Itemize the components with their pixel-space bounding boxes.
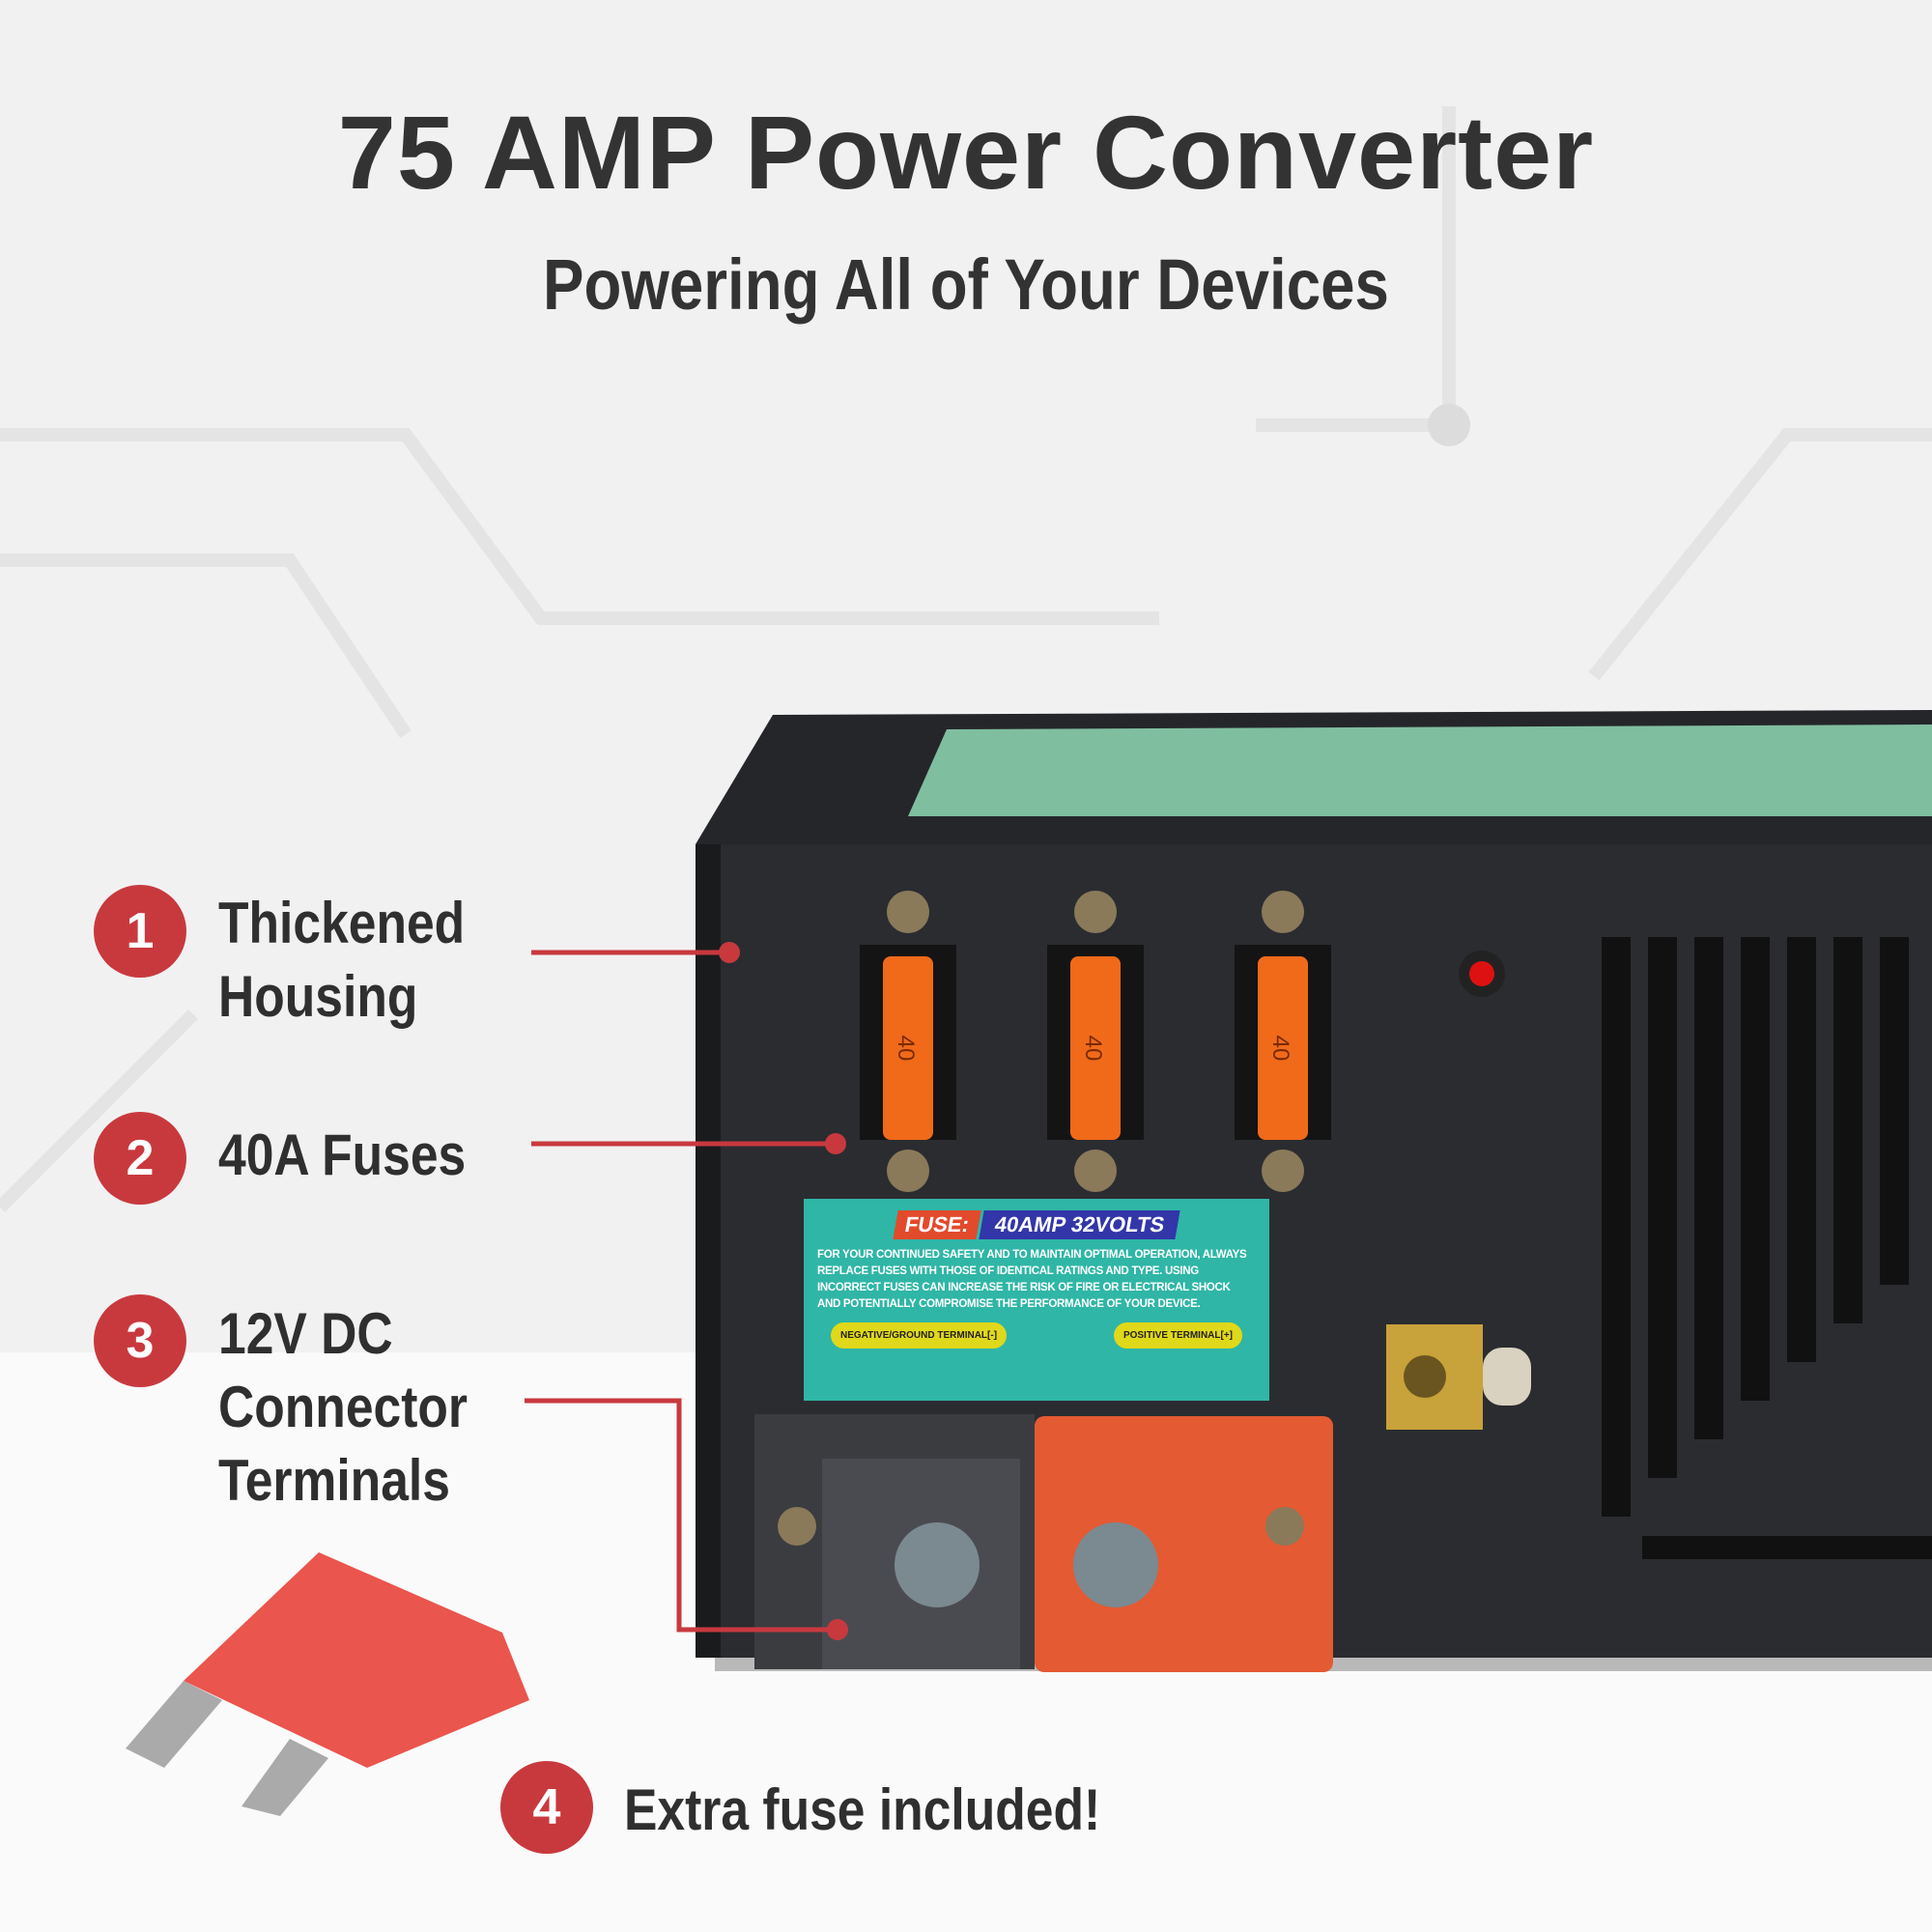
- feature-number-1: 1: [94, 885, 186, 978]
- feature-number-4: 4: [500, 1761, 593, 1854]
- feature-number-3: 3: [94, 1294, 186, 1387]
- vent: [1602, 937, 1932, 1559]
- feature-label-2: 40A Fuses: [218, 1122, 467, 1187]
- fuse: 40: [1047, 891, 1144, 1192]
- svg-text:40: 40: [1080, 1036, 1106, 1062]
- fuse-slots: 40 40 40: [860, 891, 1331, 1192]
- feature-label-4: Extra fuse included!: [624, 1777, 1101, 1842]
- fuse-warning-text: FOR YOUR CONTINUED SAFETY AND TO MAINTAI…: [817, 1249, 1247, 1310]
- svg-text:40: 40: [1267, 1036, 1293, 1062]
- fuse: 40: [860, 891, 956, 1192]
- ground-stud: [1386, 1324, 1531, 1430]
- feature-number-2: 2: [94, 1112, 186, 1205]
- fuse-warning-label: FUSE:40AMP 32VOLTS FOR YOUR CONTINUED SA…: [804, 1199, 1269, 1401]
- positive-terminal: [1035, 1416, 1333, 1672]
- callout-lines: [525, 950, 838, 1633]
- fuse-tag: FUSE:: [893, 1210, 981, 1239]
- svg-text:40: 40: [893, 1036, 919, 1062]
- fuse-rating: 40AMP 32VOLTS: [979, 1210, 1180, 1239]
- negative-terminal: [754, 1414, 1035, 1669]
- negative-terminal-label: NEGATIVE/GROUND TERMINAL[-]: [831, 1322, 1008, 1349]
- spare-fuse-image: [126, 1552, 529, 1816]
- positive-terminal-label: POSITIVE TERMINAL[+]: [1113, 1322, 1242, 1349]
- fuse: 40: [1235, 891, 1331, 1192]
- page-title: 75 AMP Power Converter: [337, 94, 1595, 211]
- page-subtitle: Powering All of Your Devices: [543, 244, 1389, 325]
